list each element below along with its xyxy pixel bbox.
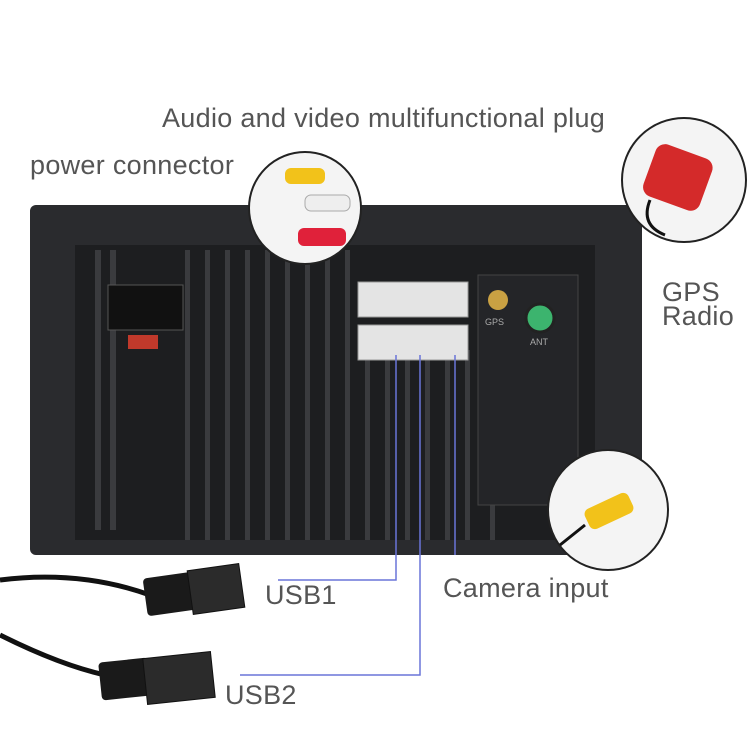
label-camera-input: Camera input [443, 573, 609, 603]
rca-inset [248, 151, 362, 265]
gps-port [488, 290, 508, 310]
label-radio: Radio [662, 301, 735, 331]
label-av-plug: Audio and video multifunctional plug [162, 103, 606, 133]
label-usb1: USB1 [265, 580, 337, 610]
camera-rca-inset [547, 449, 669, 571]
av-plug-bottom [357, 324, 469, 361]
gps-antenna-inset [621, 117, 747, 243]
ant-print: ANT [530, 337, 549, 347]
label-power-connector: power connector [30, 150, 235, 180]
usb2-cable [0, 632, 216, 705]
label-usb2: USB2 [225, 680, 297, 710]
callout-lines [154, 135, 655, 676]
label-gps: GPS [662, 277, 720, 307]
heatsink-fins [95, 250, 495, 540]
av-plug-top [357, 281, 469, 318]
power-connector [107, 284, 184, 331]
gps-print: GPS [485, 317, 504, 327]
usb1-cable [0, 563, 246, 616]
